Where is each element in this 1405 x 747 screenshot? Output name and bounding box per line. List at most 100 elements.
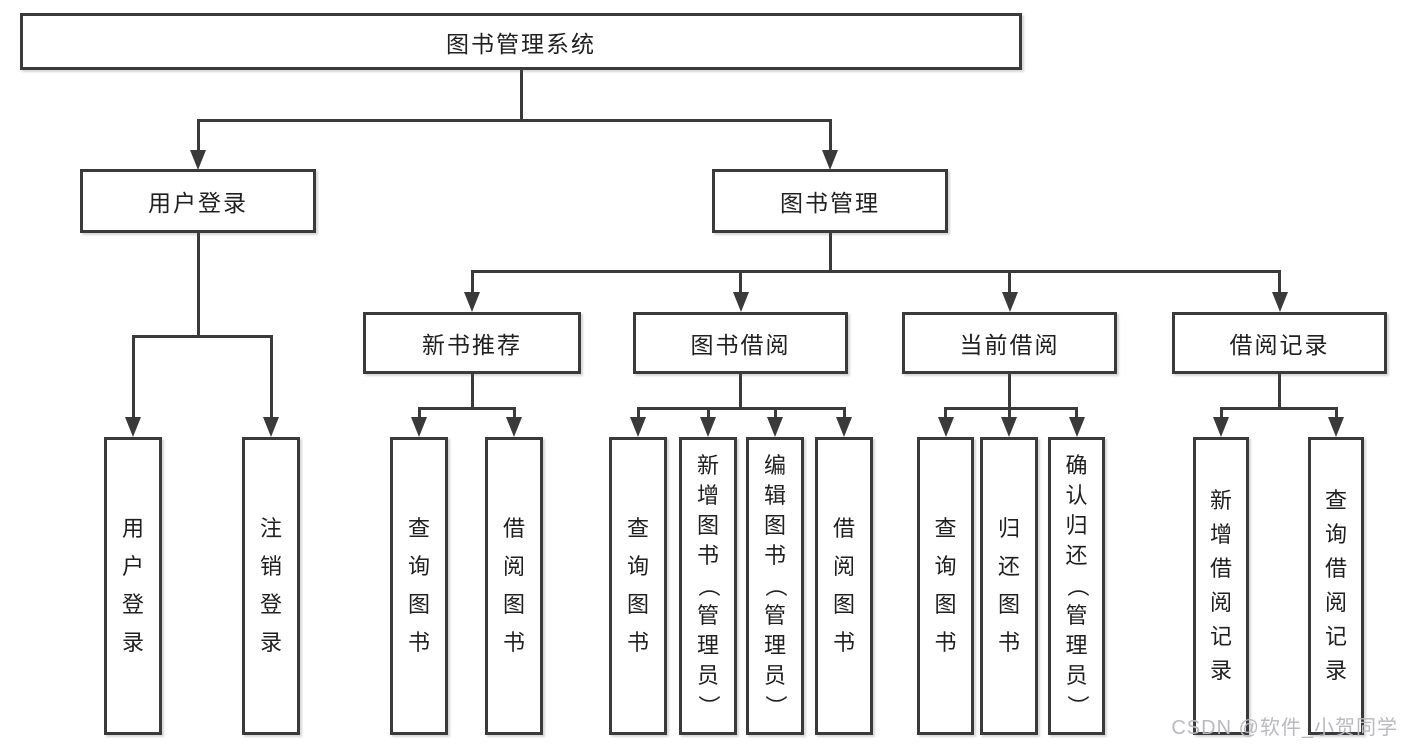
node-label-char: 询	[407, 554, 430, 579]
node-label-char: 认	[1065, 483, 1088, 508]
connector-line	[1334, 407, 1338, 422]
node-label-char: 阅	[1209, 590, 1232, 615]
node-label-char: 阅	[832, 554, 855, 579]
csdn-watermark: CSDN @软件_小贺同学	[1171, 717, 1398, 739]
connector-line	[773, 407, 777, 422]
node-label-char: 录	[1209, 658, 1232, 683]
node-label-char: 询	[934, 554, 957, 579]
node-label: 图书借阅	[690, 332, 791, 358]
node-label-char: 辑	[763, 483, 786, 508]
node-label-char: 书	[626, 630, 649, 655]
node-label-char: 用	[121, 516, 144, 541]
node-label-char: 书	[407, 630, 430, 655]
connector-line	[842, 407, 846, 422]
node-label-char: 图	[696, 513, 719, 538]
node-label: 用户登录	[148, 190, 248, 216]
node-label-char: 员	[1065, 663, 1088, 688]
node-label-char: 借	[1324, 556, 1347, 581]
node-label-char: 编	[763, 453, 786, 478]
arrow-down-icon	[767, 417, 783, 437]
arrow-down-icon	[836, 417, 852, 437]
connector-line	[519, 70, 523, 122]
connector-line	[470, 270, 1281, 273]
node-label: 借阅记录	[1229, 332, 1330, 358]
node-label-char: 借	[502, 516, 525, 541]
node-label-char: 借	[1209, 556, 1232, 581]
arrow-down-icon	[464, 292, 480, 312]
node-label-char: 图	[626, 592, 649, 617]
connector-line	[1278, 270, 1281, 297]
node-label-char: 询	[1324, 522, 1347, 547]
connector-line	[269, 335, 273, 422]
node-label-char: 书	[696, 543, 719, 568]
arrow-down-icon	[1328, 417, 1344, 437]
node-leaf-logout: 注销登录	[242, 437, 300, 735]
node-label-char: 管	[696, 603, 719, 628]
connector-line	[706, 407, 710, 422]
node-label-char: 书	[763, 543, 786, 568]
connector-line	[512, 407, 516, 422]
connector-line	[1008, 374, 1011, 410]
node-leaf-cb-return: 归还图书	[980, 437, 1038, 735]
node-label-char: 户	[121, 554, 144, 579]
node-label-char: 确	[1065, 453, 1088, 478]
connector-line	[470, 270, 474, 297]
connector-line	[1008, 270, 1011, 297]
node-label-char: 阅	[1324, 590, 1347, 615]
node-label-char: （	[1064, 574, 1090, 597]
node-label-char: 录	[121, 630, 144, 655]
connector-line	[196, 119, 832, 122]
node-label-char: 记	[1209, 624, 1232, 649]
connector-line	[1219, 407, 1223, 422]
node-label-char: （	[696, 574, 721, 597]
node-label-char: 图	[832, 592, 855, 617]
node-leaf-bb-borrow: 借阅图书	[815, 437, 873, 735]
connector-line	[1219, 407, 1338, 410]
node-label-char: 归	[997, 516, 1020, 541]
node-label-char: 图	[407, 592, 430, 617]
node-label-char: 图	[502, 592, 525, 617]
connector-line	[1278, 374, 1281, 410]
node-label-char: 增	[1209, 522, 1232, 547]
node-leaf-user-login: 用户登录	[104, 437, 162, 735]
connector-line	[944, 407, 947, 422]
arrow-down-icon	[1271, 292, 1288, 312]
connector-line	[636, 407, 846, 410]
node-leaf-bb-edit: 编辑图书（管理员）	[746, 437, 804, 735]
arrow-down-icon	[937, 417, 954, 437]
node-label-char: 理	[696, 633, 719, 658]
node-leaf-br-query: 查询借阅记录	[1308, 437, 1364, 735]
node-label-char: 理	[763, 633, 786, 658]
node-current-borrowing: 当前借阅	[902, 312, 1117, 374]
node-book-borrowing: 图书借阅	[633, 312, 848, 374]
connector-line	[131, 335, 135, 422]
node-label-char: 录	[259, 630, 282, 655]
node-label-char: 注	[259, 516, 282, 541]
node-leaf-nbr-query: 查询图书	[390, 437, 448, 735]
node-label-char: 书	[832, 630, 855, 655]
arrow-down-icon	[630, 417, 646, 437]
arrow-down-icon	[700, 417, 716, 437]
arrow-down-icon	[732, 292, 749, 312]
arrow-down-icon	[506, 417, 522, 437]
arrow-down-icon	[125, 417, 141, 437]
node-label-char: 书	[934, 630, 957, 655]
node-label-char: （	[763, 574, 788, 597]
node-label-char: 增	[696, 483, 719, 508]
connector-line	[739, 374, 742, 410]
node-label-char: 查	[1324, 488, 1347, 513]
connector-line	[196, 233, 200, 338]
node-new-book-recommend: 新书推荐	[363, 312, 581, 374]
arrow-down-icon	[190, 150, 206, 170]
node-label-char: 查	[934, 516, 957, 541]
node-label-char: 管	[1065, 603, 1088, 628]
connector-line	[417, 407, 516, 410]
connector-line	[739, 270, 742, 297]
node-label-char: 还	[997, 554, 1020, 579]
connector-line	[828, 233, 832, 273]
node-user-login: 用户登录	[80, 169, 316, 233]
node-label-char: 新	[696, 453, 719, 478]
node-label-char: 记	[1324, 624, 1347, 649]
node-label-char: 查	[626, 516, 649, 541]
node-label-char: 理	[1065, 633, 1088, 658]
